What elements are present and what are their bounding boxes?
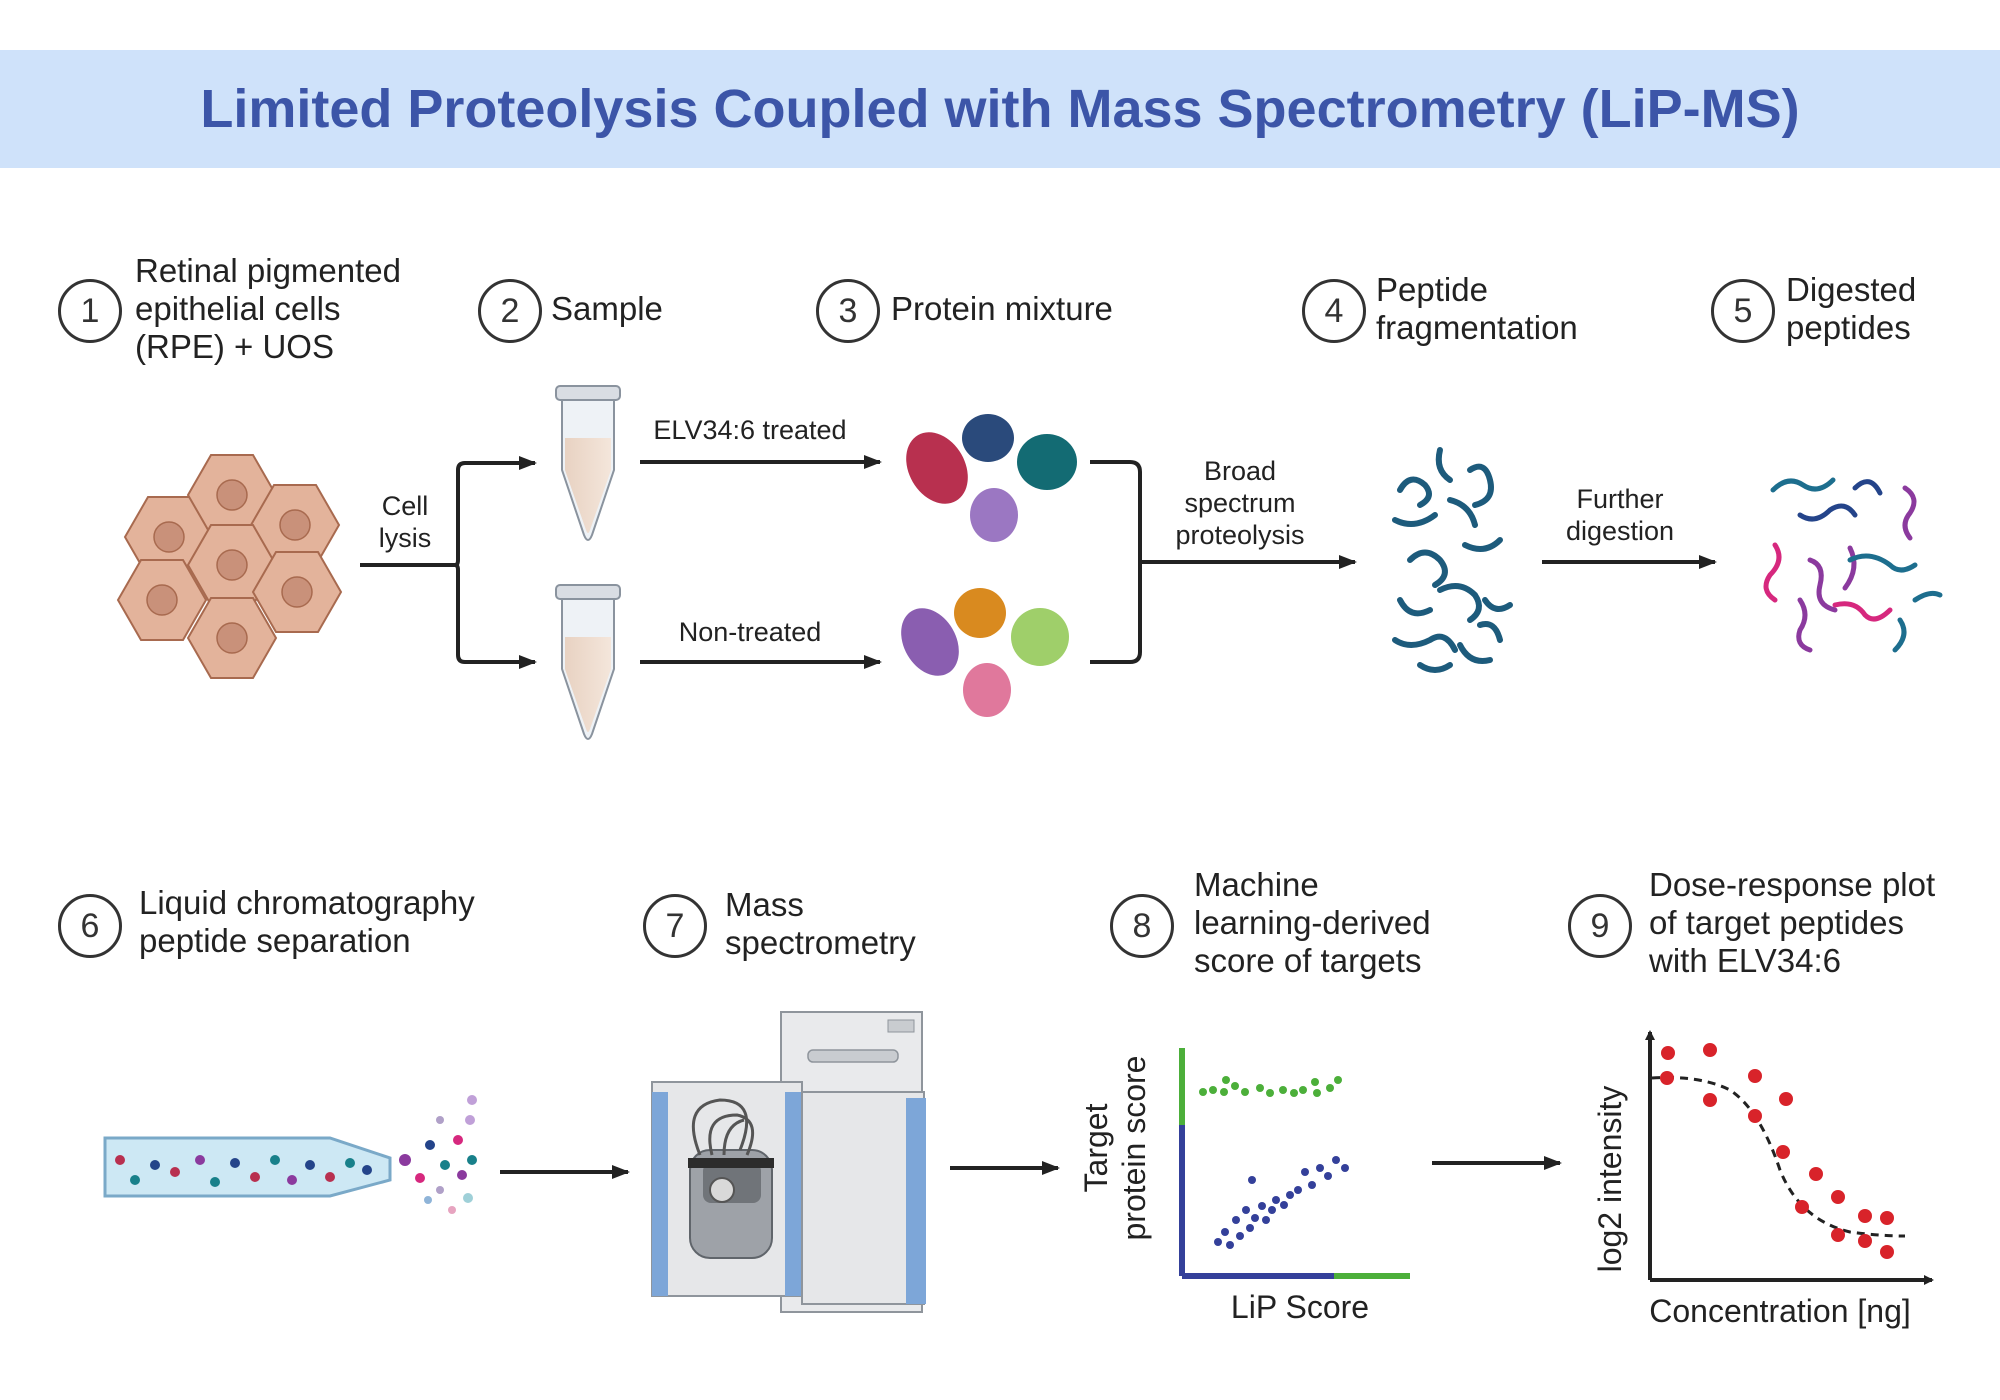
dose-response-plot [1645, 1030, 1934, 1285]
non-treated-label: Non-treated [678, 617, 822, 647]
step-3-number: 3 [816, 279, 880, 343]
step-5-label: Digested peptides [1786, 271, 1917, 346]
step-7-number: 7 [643, 894, 707, 958]
dose-plot-xlabel: Concentration [ng] [1649, 1293, 1911, 1329]
step-8-label: Machine learning-derived score of target… [1194, 866, 1431, 979]
ml-plot-xlabel: LiP Score [1230, 1289, 1370, 1325]
digested-peptides-icon [1763, 477, 1943, 653]
step-9-label: Dose-response plot of target peptides wi… [1649, 866, 1936, 979]
cell-lysis-label: Cell lysis [378, 491, 432, 553]
protein-mixture-nontreated-icon [901, 588, 1069, 717]
peptide-fragments-icon [1392, 447, 1513, 673]
step-9-number: 9 [1568, 894, 1632, 958]
step-2-label: Sample [551, 290, 663, 327]
further-digestion-label: Further digestion [1565, 484, 1675, 546]
step-8-number: 8 [1110, 894, 1174, 958]
step-3-label: Protein mixture [891, 290, 1113, 327]
protein-mixture-treated-icon [906, 414, 1077, 542]
sample-tube-nontreated-icon [555, 584, 621, 740]
step-4-label: Peptide fragmentation [1376, 271, 1578, 346]
step-6-number: 6 [58, 894, 122, 958]
ml-score-plot [1179, 1048, 1410, 1279]
step-4-number: 4 [1302, 279, 1366, 343]
step-1-label: Retinal pigmented epithelial cells (RPE)… [135, 252, 401, 365]
mass-spectrometer-icon [651, 1011, 926, 1313]
proteolysis-label: Broad spectrum proteolysis [1175, 456, 1305, 550]
proteolysis-arrow [1090, 460, 1357, 664]
page-title: Limited Proteolysis Coupled with Mass Sp… [200, 79, 1800, 139]
lc-particles-icon [115, 1095, 477, 1214]
step-1-number: 1 [58, 279, 122, 343]
lc-column-icon [103, 1136, 392, 1198]
step-5-number: 5 [1711, 279, 1775, 343]
step-2-number: 2 [478, 279, 542, 343]
treated-label: ELV34:6 treated [653, 415, 847, 445]
cell-lysis-arrow [360, 456, 537, 669]
title-banner [0, 50, 2000, 168]
step-7-label: Mass spectrometry [725, 886, 916, 961]
step-6-label: Liquid chromatography peptide separation [139, 884, 475, 959]
sample-tube-treated-icon [555, 385, 621, 541]
